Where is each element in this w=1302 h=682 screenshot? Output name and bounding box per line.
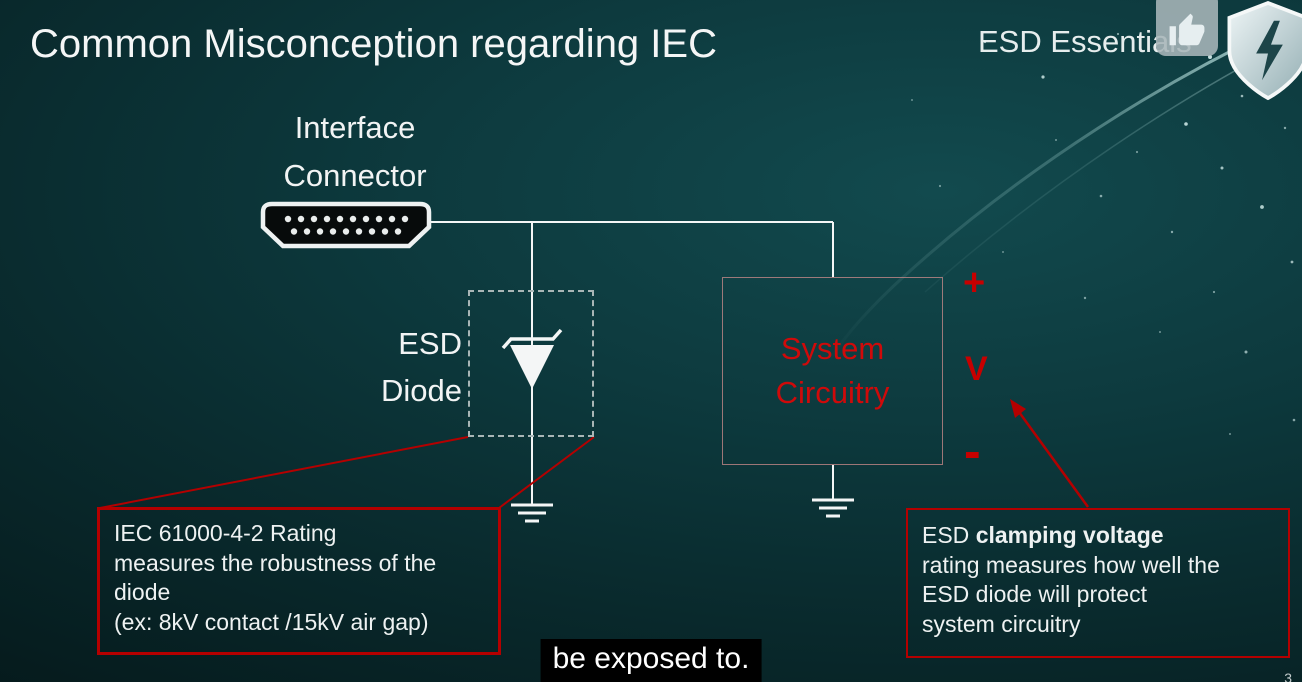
terminal-minus-label: - — [964, 423, 981, 479]
iec-callout-line2: measures the robustness of the — [114, 549, 437, 576]
system-circuitry-box: System Circuitry — [722, 277, 943, 465]
iec-callout-line4: (ex: 8kV contact /15kV air gap) — [114, 608, 429, 635]
system-circuitry-label-line2: Circuitry — [775, 375, 890, 410]
shield-logo-icon — [1222, 0, 1302, 104]
hdmi-connector-icon — [260, 201, 432, 249]
esd-diode-label: ESD Diode — [330, 320, 462, 414]
system-circuitry-label-line1: System — [780, 331, 885, 366]
clamping-voltage-callout-box: ESD clamping voltage rating measures how… — [906, 508, 1290, 658]
ground-symbol — [511, 498, 854, 523]
clamping-callout-line4: system circuitry — [922, 610, 1081, 637]
clamping-callout-line3: ESD diode will protect — [922, 581, 1147, 607]
slide-title: Common Misconception regarding IEC — [30, 22, 717, 66]
clamping-callout-line1: ESD clamping voltage — [922, 521, 1274, 551]
esd-diode-label-line1: ESD — [398, 326, 462, 361]
iec-rating-callout-box: IEC 61000-4-2 Rating measures the robust… — [97, 507, 501, 655]
interface-connector-label-line2: Connector — [283, 158, 427, 193]
esd-diode-highlight-box — [468, 290, 594, 437]
clamping-callout-line1-bold: clamping voltage — [975, 522, 1164, 548]
terminal-voltage-label: V — [965, 350, 988, 388]
esd-diode-label-line2: Diode — [381, 373, 462, 408]
thumbs-up-icon — [1169, 13, 1205, 46]
page-number: 3 — [1284, 670, 1292, 682]
clamping-callout-line1-normal: ESD — [922, 522, 976, 548]
interface-connector-label-line1: Interface — [294, 110, 416, 145]
iec-callout-line3: diode — [114, 579, 171, 605]
thumbs-up-button[interactable] — [1156, 0, 1218, 56]
subtitle-caption: be exposed to. — [540, 639, 762, 682]
red-arrow-icon — [1010, 399, 1090, 508]
terminal-plus-label: + — [963, 262, 986, 304]
clamping-callout-line2: rating measures how well the — [922, 551, 1220, 578]
callout-leader-lines — [99, 436, 595, 509]
interface-connector-label: Interface Connector — [252, 104, 458, 200]
iec-callout-line1: IEC 61000-4-2 Rating — [114, 520, 337, 546]
